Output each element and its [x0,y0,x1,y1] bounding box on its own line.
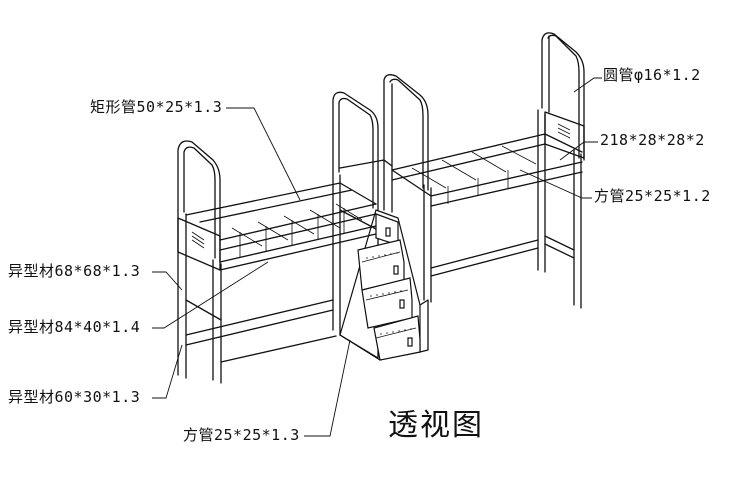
right-bed-frame [391,32,585,309]
label-profile-218: 218*28*28*2 [600,131,705,149]
label-profile-60: 异型材60*30*1.3 [8,388,141,406]
centre-guard-frame [332,74,429,336]
staircase-cabinet [339,209,429,361]
label-square-tube-right: 方管25*25*1.2 [594,187,711,205]
label-round-tube: 圆管φ16*1.2 [603,66,701,84]
label-profile-68: 异型材68*68*1.3 [8,262,141,280]
left-bed-frame [177,140,377,384]
label-rect-tube: 矩形管50*25*1.3 [90,98,223,116]
leader-lines [152,77,602,437]
label-square-tube-bottom: 方管25*25*1.3 [183,426,300,444]
drawing-title: 透视图 [388,408,484,443]
label-profile-84: 异型材84*40*1.4 [8,318,141,336]
